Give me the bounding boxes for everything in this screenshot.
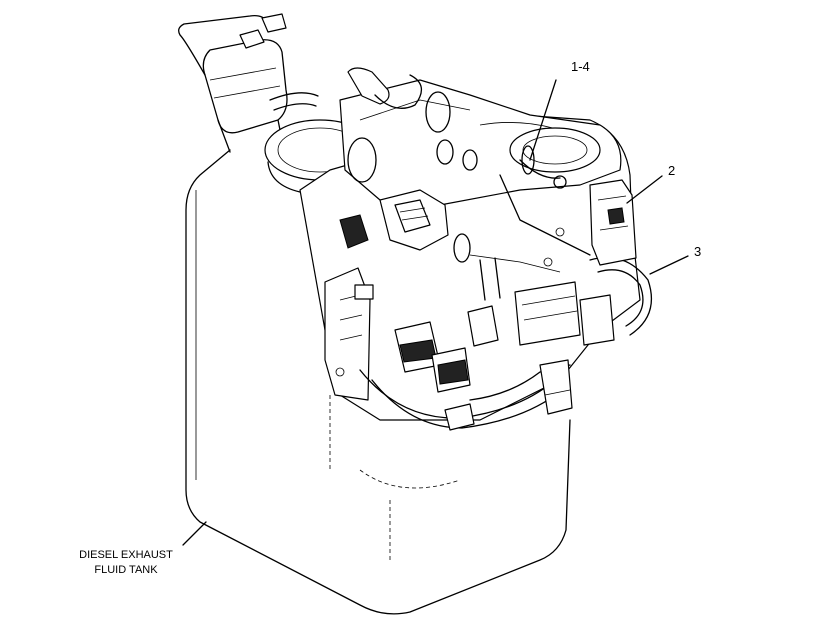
def-pump-assembly	[264, 67, 652, 431]
diesel-exhaust-fluid-tank	[178, 13, 571, 615]
tank-label-line2: FLUID TANK	[94, 564, 158, 576]
leader-3	[649, 255, 689, 275]
leader-tank	[182, 521, 207, 546]
callout-leaders	[182, 79, 689, 546]
callout-3-label: 3	[694, 244, 701, 259]
leader-2	[626, 175, 663, 204]
tank-label-line1: DIESEL EXHAUST	[79, 549, 173, 561]
leader-1-4	[529, 79, 557, 161]
callout-1-4-label: 1-4	[571, 59, 590, 74]
callout-2-label: 2	[668, 163, 675, 178]
